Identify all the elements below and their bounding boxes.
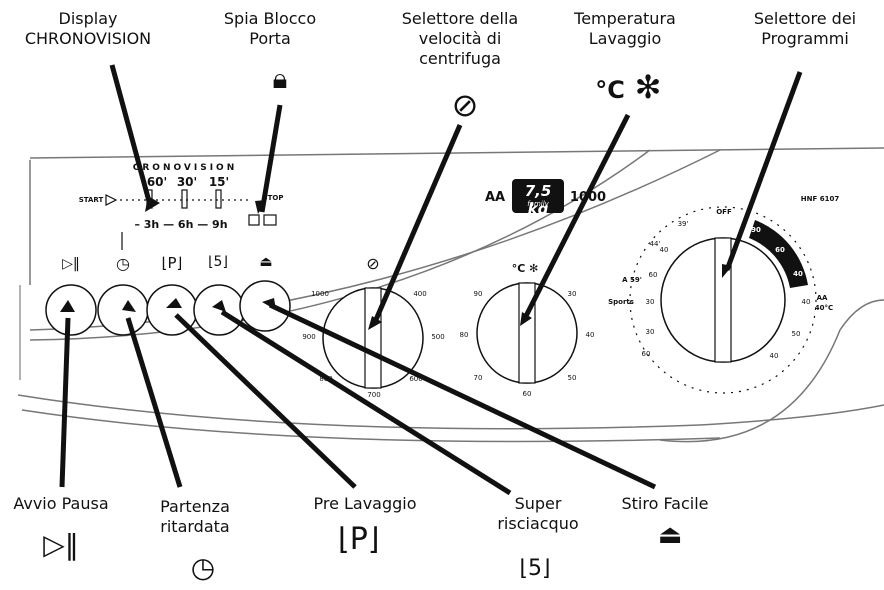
spin-value: 700 <box>367 391 381 399</box>
leader-temp <box>522 113 631 320</box>
label-spin: Selettore della velocità di centrifuga <box>401 9 519 68</box>
leader-program <box>724 71 803 271</box>
play-pause-icon: ▷‖ <box>43 528 79 561</box>
prog-value: 90 <box>751 226 761 234</box>
panel-stop: STOP <box>262 194 284 202</box>
spin-dial-icon: ⊘ <box>366 254 380 273</box>
prog-value: 40 <box>659 246 669 254</box>
leader-door-lock <box>259 104 283 213</box>
easy-iron-icon: ⏏︎ <box>657 520 683 550</box>
temp-value: 40 <box>585 331 595 339</box>
prog-extra: 39' <box>677 220 689 228</box>
leader-prewash <box>174 313 357 489</box>
panel-iron-icon: ⏏︎ <box>259 254 273 270</box>
temp-value: 90 <box>473 290 483 298</box>
temp-value: 60 <box>522 390 532 398</box>
super-rinse-button[interactable] <box>193 284 245 336</box>
prog-value: 30 <box>645 298 655 306</box>
spin-value: 800 <box>319 375 333 383</box>
panel-capacity-badge <box>512 179 564 213</box>
prog-value: 50 <box>791 330 801 338</box>
panel-rpm: 1000 <box>569 190 607 205</box>
panel-family: family <box>527 200 549 208</box>
prog-extra: 44' <box>649 240 661 248</box>
label-door-lock: Spia Blocco Porta <box>223 9 317 48</box>
prog-value: 30 <box>645 328 655 336</box>
panel-start: START <box>78 196 104 204</box>
label-start-pause: Avvio Pausa <box>13 494 109 513</box>
temp-value: 50 <box>567 374 577 382</box>
spin-value: 500 <box>431 333 445 341</box>
leader-lines <box>59 64 803 496</box>
panel-play-pause-icon: ▷‖ <box>62 256 80 272</box>
spin-value: 600 <box>409 375 423 383</box>
leader-spin <box>372 124 463 323</box>
leader-arrowheads <box>60 196 732 330</box>
temp-dial-unit-text: °C <box>511 262 526 275</box>
prewash-icon: ⌊P⌋ <box>338 522 380 557</box>
label-display: Display CHRONOVISION <box>24 9 152 48</box>
snowflake-icon: ✻ <box>634 68 662 106</box>
easy-iron-button[interactable] <box>239 280 291 332</box>
prog-value: 60 <box>648 271 658 279</box>
led-door <box>248 214 260 226</box>
prog-value: 60 <box>775 246 785 254</box>
panel-chronovision-title: CRONOVISION <box>132 163 238 173</box>
panel-time-30: 30' <box>176 175 198 189</box>
led-door-lock <box>263 214 277 226</box>
padlock-icon: 🔒︎ <box>272 62 288 95</box>
label-super-rinse: Super risciacquo <box>497 494 579 533</box>
panel-prewash-icon: ⌊P⌋ <box>161 254 183 272</box>
prog-value: 40 <box>801 298 811 306</box>
leader-easy-iron <box>268 302 657 490</box>
spin-value: 900 <box>302 333 316 341</box>
label-delay: Partenza ritardata <box>160 497 230 536</box>
led-30 <box>181 189 188 209</box>
panel-rinse-icon: ⌊5⌋ <box>208 254 228 270</box>
temp-unit: °C <box>595 76 625 104</box>
prog-value: 40 <box>793 270 803 278</box>
prog-value: 40 <box>769 352 779 360</box>
temp-dial-unit: °C ✻ <box>511 262 539 275</box>
prog-value: 60 <box>641 350 651 358</box>
panel-brand-prefix: AA <box>484 190 506 205</box>
led-15 <box>215 189 222 209</box>
leader-delay <box>125 317 183 488</box>
super-rinse-icon: ⌊5⌋ <box>519 556 551 581</box>
prog-extra: Sports <box>608 298 634 306</box>
start-triangle-icon <box>105 194 118 206</box>
panel-time-60: 60' <box>146 175 168 189</box>
prog-extra: 40°C <box>814 304 834 312</box>
leader-super-rinse <box>220 309 512 496</box>
temperature-selector-knob[interactable] <box>476 282 578 384</box>
label-easy-iron: Stiro Facile <box>621 494 709 513</box>
panel-clock-icon: ◷ <box>116 254 130 273</box>
panel-delay-scale: – 3h — 6h — 9h <box>134 218 228 231</box>
prog-extra: A 59' <box>622 276 642 284</box>
spin-value: 400 <box>413 290 427 298</box>
temp-value: 30 <box>567 290 577 298</box>
temp-value: 80 <box>459 331 469 339</box>
spin-icon: ⊘ <box>451 86 479 124</box>
clock-icon: ◷ <box>190 551 216 584</box>
prog-off: OFF <box>716 208 732 216</box>
panel-model: HNF 6107 <box>800 195 840 203</box>
prog-extra: AA <box>816 294 828 302</box>
label-temperature: Temperatura Lavaggio <box>574 9 676 48</box>
label-programs: Selettore dei Programmi <box>753 9 857 48</box>
panel-capacity: 7,5 kg <box>524 182 552 218</box>
spin-value: 1000 <box>311 290 329 298</box>
leader-start-pause <box>59 317 71 488</box>
temp-value: 70 <box>473 374 483 382</box>
panel-time-15: 15' <box>208 175 230 189</box>
program-selector-knob[interactable] <box>629 206 817 394</box>
leader-display <box>109 64 153 206</box>
label-prewash: Pre Lavaggio <box>313 494 417 513</box>
